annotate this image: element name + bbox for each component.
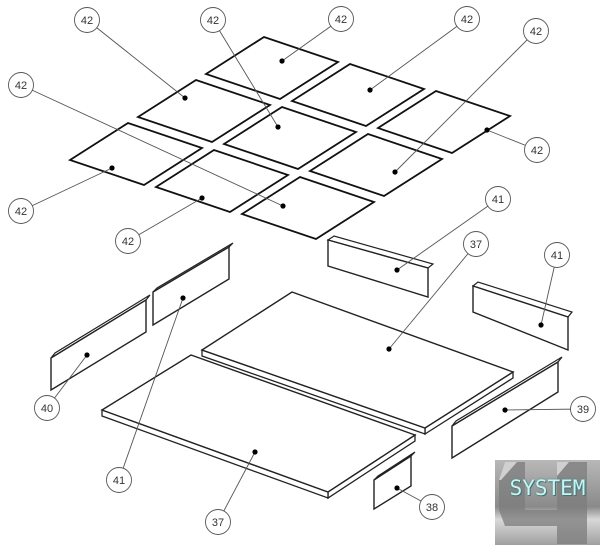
callout-circle bbox=[200, 7, 226, 33]
callout-circle bbox=[8, 198, 34, 224]
tile-42 bbox=[221, 106, 359, 170]
leader-dot bbox=[394, 485, 400, 491]
callout-circle bbox=[523, 18, 549, 44]
leader-line bbox=[20, 84, 284, 207]
system4-logo: SYSTEM bbox=[495, 460, 600, 545]
leader-line bbox=[212, 19, 279, 128]
callout-circle bbox=[74, 7, 100, 33]
callout-label: 42 bbox=[531, 145, 543, 157]
leader-dot bbox=[84, 352, 90, 358]
plate-37-lower bbox=[100, 354, 417, 493]
tile-42 bbox=[375, 90, 513, 154]
callout-label: 42 bbox=[530, 26, 542, 38]
callout-circle bbox=[570, 396, 596, 422]
callout-label: 42 bbox=[15, 206, 27, 218]
leader-dot bbox=[502, 407, 508, 413]
leader-dot bbox=[279, 58, 285, 64]
leader-dot bbox=[394, 267, 400, 273]
plate-37-upper bbox=[200, 291, 515, 429]
callout-label: 41 bbox=[113, 475, 125, 487]
leader-line bbox=[217, 451, 256, 523]
leader-dot bbox=[392, 169, 398, 175]
tile-42 bbox=[135, 79, 273, 143]
leader-dot bbox=[367, 87, 373, 93]
callout-circle bbox=[8, 72, 34, 98]
callout-label: 42 bbox=[15, 80, 27, 92]
leader-dot bbox=[199, 195, 205, 201]
panel-41-right bbox=[472, 285, 569, 352]
panel-41-left bbox=[152, 245, 230, 327]
callout-circle bbox=[463, 231, 489, 257]
logo-word: SYSTEM bbox=[509, 476, 586, 500]
callout-label: 40 bbox=[41, 403, 53, 415]
leader-line bbox=[396, 198, 499, 271]
leader-dot bbox=[484, 127, 490, 133]
callout-circle bbox=[544, 242, 570, 268]
leader-line bbox=[118, 297, 184, 481]
tile-42 bbox=[153, 149, 291, 213]
callout-circle bbox=[419, 494, 445, 520]
logo-numeral-4-graphic bbox=[499, 462, 587, 544]
leader-dot bbox=[180, 295, 186, 301]
tile-42 bbox=[203, 36, 341, 100]
leader-line bbox=[394, 30, 537, 173]
callout-label: 42 bbox=[207, 15, 219, 27]
leader-dot bbox=[386, 346, 392, 352]
callout-label: 42 bbox=[461, 14, 473, 26]
callout-circle bbox=[485, 186, 511, 212]
callout-circle bbox=[328, 6, 354, 32]
callout-label: 42 bbox=[122, 236, 134, 248]
panel-38 bbox=[373, 454, 412, 511]
leader-line bbox=[369, 18, 468, 91]
callout-circle bbox=[34, 395, 60, 421]
logo-numeral-shape bbox=[499, 462, 587, 544]
callout-circle bbox=[115, 228, 141, 254]
callout-label: 42 bbox=[81, 15, 93, 27]
leader-line bbox=[86, 19, 186, 99]
logo-numeral-highlight bbox=[499, 462, 517, 480]
callout-circle bbox=[106, 467, 132, 493]
panel-40 bbox=[50, 298, 147, 392]
callout-circle bbox=[454, 6, 480, 32]
logo-numeral-highlight bbox=[557, 462, 569, 476]
callout-circle bbox=[524, 137, 550, 163]
leader-line bbox=[20, 167, 113, 212]
leader-dot bbox=[275, 124, 281, 130]
tile-42 bbox=[307, 133, 445, 197]
tile-42 bbox=[67, 122, 205, 186]
callout-circle bbox=[205, 509, 231, 535]
callout-label: 37 bbox=[212, 517, 224, 529]
callout-label: 41 bbox=[551, 250, 563, 262]
leader-dot bbox=[182, 95, 188, 101]
panel-41-top-right bbox=[327, 239, 429, 298]
callout-label: 37 bbox=[470, 239, 482, 251]
leader-line bbox=[388, 243, 477, 350]
callout-label: 42 bbox=[335, 14, 347, 26]
leader-line bbox=[127, 197, 203, 242]
callout-label: 41 bbox=[492, 194, 504, 206]
leader-dot bbox=[280, 203, 286, 209]
tile-42 bbox=[289, 63, 427, 127]
leader-dot bbox=[252, 449, 258, 455]
leader-dot bbox=[538, 322, 544, 328]
leader-line bbox=[504, 408, 584, 411]
callout-label: 39 bbox=[577, 404, 589, 416]
leader-dot bbox=[109, 165, 115, 171]
callout-label: 38 bbox=[426, 502, 438, 514]
tile-42 bbox=[239, 176, 377, 240]
